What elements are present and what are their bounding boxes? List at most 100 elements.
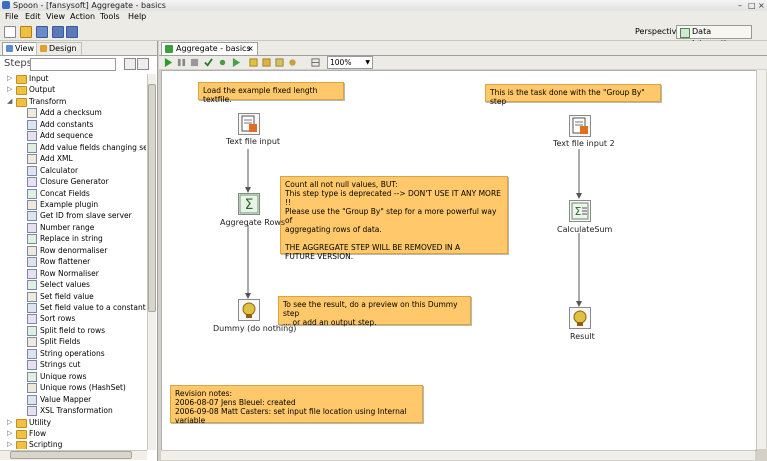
tree-step-label: Sort rows [40, 314, 76, 324]
hops-layer [245, 149, 582, 307]
step-type-icon [27, 337, 37, 348]
tree-folder-label: Transform [29, 96, 67, 106]
folder-icon [16, 97, 27, 107]
steps-heading: Steps [4, 58, 32, 69]
dummy-icon [242, 302, 256, 318]
folder-icon [16, 86, 27, 96]
calculatesum-label: CalculateSum [557, 225, 613, 234]
folder-icon [16, 441, 27, 449]
sql-icon[interactable] [275, 58, 284, 67]
note-groupby[interactable]: This is the task done with the "Group By… [485, 84, 661, 106]
note-preview[interactable]: To see the result, do a preview on this … [278, 296, 471, 327]
pencil-icon [40, 45, 47, 52]
note-deprecated[interactable]: Count all not null values, BUT: This ste… [280, 176, 508, 261]
result-label: Result [570, 332, 595, 341]
tree-step-label: Add sequence [40, 131, 94, 141]
step-type-icon [27, 108, 37, 119]
tree-step-label: Calculator [40, 165, 79, 175]
explore-db-icon[interactable] [288, 58, 297, 67]
aggregate-rows-step[interactable]: Σ [238, 193, 260, 215]
expand-arrow-icon[interactable]: ▷ [7, 428, 13, 437]
tree-scroll-thumb[interactable] [148, 84, 156, 312]
tree-step-label: Concat Fields [40, 188, 90, 198]
tree-step-label: Add a checksum [40, 108, 102, 118]
step-type-icon [27, 383, 37, 394]
tab-design[interactable]: Design [36, 42, 82, 55]
tree-folder-label: Flow [29, 428, 47, 438]
menu-file[interactable]: File [5, 12, 19, 21]
collapse-all-icon[interactable] [137, 58, 149, 70]
tree-step-label: Closure Generator [40, 177, 109, 187]
steps-search-input[interactable] [30, 58, 116, 71]
menu-help[interactable]: Help [128, 12, 147, 21]
open-folder-icon[interactable] [20, 26, 32, 38]
step-type-icon [27, 165, 37, 176]
tree-hscroll-thumb[interactable] [10, 451, 132, 459]
tree-step-label: String operations [40, 348, 105, 358]
left-tab-bar: View Design [0, 41, 157, 56]
grid-icon[interactable] [311, 58, 320, 67]
group-by-icon: Σ [571, 202, 589, 220]
save-as-icon[interactable] [66, 26, 78, 38]
tree-step-label: Add value fields changing sequ [40, 142, 146, 152]
menu-view[interactable]: View [46, 12, 65, 21]
sigma-icon: Σ [239, 194, 259, 214]
tree-step-label: Strings cut [40, 360, 81, 370]
text-file-input-step[interactable] [238, 113, 260, 135]
step-type-icon [27, 222, 37, 233]
transformation-icon [165, 45, 173, 53]
text-file-input-2-step[interactable] [569, 115, 591, 137]
note-load[interactable]: Load the example fixed length textfile. [198, 82, 344, 104]
text-file-input-label: Text file input [226, 137, 281, 146]
menu-edit[interactable]: Edit [25, 12, 41, 21]
run-icon[interactable] [164, 58, 173, 67]
zoom-select[interactable]: 100% ▼ [327, 56, 373, 69]
step-type-icon [27, 314, 37, 325]
dummy-step[interactable] [238, 299, 260, 321]
new-file-icon[interactable] [4, 26, 16, 38]
preview-icon[interactable] [218, 58, 227, 67]
expand-arrow-icon[interactable]: ▷ [7, 74, 13, 82]
pause-icon[interactable] [177, 58, 186, 67]
tab-close-icon[interactable]: × [247, 44, 254, 53]
canvas-vertical-scrollbar[interactable] [756, 70, 766, 449]
aggregate-rows-label: Aggregate Rows [220, 218, 286, 227]
canvas-horizontal-scrollbar[interactable] [161, 450, 755, 460]
replay-icon[interactable] [249, 58, 258, 67]
note-revision[interactable]: Revision notes: 2006-08-07 Jens Bleuel: … [170, 385, 423, 425]
expand-all-icon[interactable] [124, 58, 136, 70]
impact-icon[interactable] [262, 58, 271, 67]
maximize-icon[interactable]: □ [748, 1, 756, 10]
debug-icon[interactable] [232, 58, 241, 67]
tree-step-label: Set field value to a constant [40, 303, 146, 312]
calculatesum-step[interactable]: Σ [569, 200, 591, 222]
tree-step-label: Row Normaliser [40, 268, 99, 278]
step-type-icon [27, 303, 37, 313]
menu-bar: File Edit View Action Tools Help [0, 11, 767, 23]
tree-folder-label: Scripting [29, 440, 63, 449]
step-type-icon [27, 325, 37, 336]
perspective-button[interactable]: Data Integration [676, 25, 752, 48]
tab-aggregate-basics[interactable]: Aggregate - basics × [161, 42, 258, 55]
minimize-icon[interactable]: – [738, 1, 742, 10]
save-icon[interactable] [52, 26, 64, 38]
step-type-icon [27, 131, 37, 142]
tree-folder-label: Output [29, 85, 56, 95]
menu-tools[interactable]: Tools [100, 12, 120, 21]
explore-repository-icon[interactable] [36, 26, 48, 38]
menu-action[interactable]: Action [70, 12, 96, 21]
close-icon[interactable]: × [758, 1, 765, 10]
expand-arrow-icon[interactable]: ▷ [7, 440, 13, 449]
result-step[interactable] [569, 307, 591, 329]
expand-arrow-icon[interactable]: ▷ [7, 85, 13, 94]
text-file-icon [572, 117, 588, 134]
expand-arrow-icon[interactable]: ▷ [7, 417, 13, 426]
stop-icon[interactable] [190, 58, 199, 67]
collapse-arrow-icon[interactable]: ◢ [7, 96, 13, 105]
tree-step-label: Get ID from slave server [40, 211, 132, 221]
tree-step-label: Unique rows [40, 371, 87, 381]
tree-step-label: Unique rows (HashSet) [40, 383, 126, 393]
verify-icon[interactable] [204, 58, 213, 67]
chevron-down-icon: ▼ [365, 59, 370, 66]
tree-step-label: XSL Transformation [40, 406, 113, 416]
